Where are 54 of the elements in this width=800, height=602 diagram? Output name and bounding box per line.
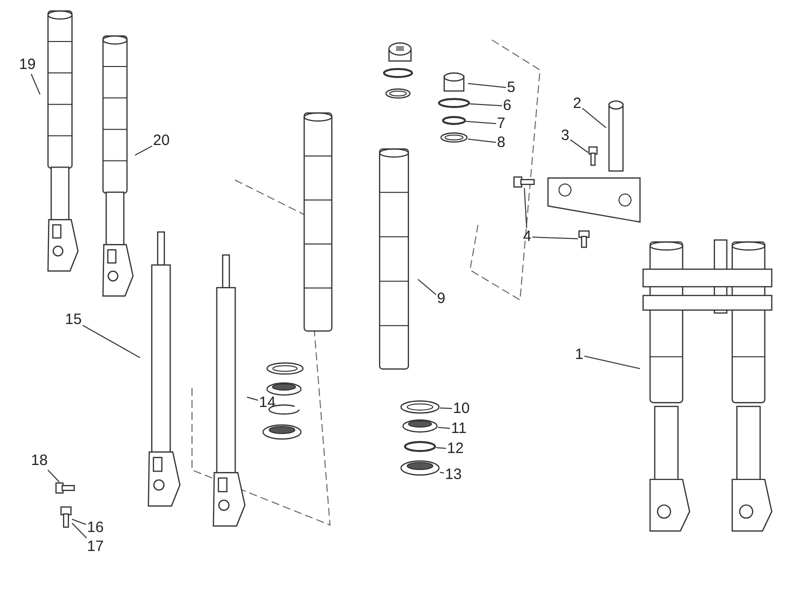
circlip-drawing (442, 116, 466, 125)
washer-drawing (440, 132, 468, 143)
callout-number: 13 (444, 466, 463, 484)
leader-line (470, 103, 502, 106)
ring-drawing (400, 400, 440, 414)
bolt-drawing (588, 146, 598, 166)
leader-line (524, 188, 528, 228)
leader-line (246, 396, 258, 401)
callout-number: 20 (152, 132, 171, 150)
leader-line (72, 518, 86, 525)
leader-line (468, 138, 496, 143)
leader-line (440, 472, 444, 474)
o-ring-drawing (438, 98, 470, 108)
circlip-drawing (404, 441, 436, 452)
leader-line (438, 426, 450, 429)
screw-drawing (60, 506, 72, 528)
leader-line (134, 146, 152, 156)
seal-drawing (402, 419, 438, 433)
leader-line (30, 74, 40, 95)
callout-number: 16 (86, 519, 105, 537)
leader-line (582, 108, 606, 128)
bolt-drawing (578, 230, 590, 248)
leader-line (570, 139, 588, 153)
callout-number: 17 (86, 538, 105, 556)
callout-number: 4 (522, 228, 532, 246)
leader-line (72, 522, 88, 538)
steering-stem-drawing (606, 100, 626, 172)
leader-line (82, 324, 140, 358)
callout-number: 2 (572, 95, 582, 113)
leader-line (468, 82, 506, 88)
leader-line (418, 278, 436, 296)
leader-line (532, 236, 578, 240)
callout-number: 5 (506, 79, 516, 97)
callout-number: 19 (18, 56, 37, 74)
callout-number: 7 (496, 115, 506, 133)
callout-number: 14 (258, 394, 277, 412)
callout-number: 6 (502, 97, 512, 115)
seal-drawing (400, 460, 440, 476)
leader-line (584, 356, 640, 370)
callout-number: 11 (450, 420, 468, 438)
leader-line (436, 447, 446, 449)
callout-number: 8 (496, 134, 506, 152)
bolt-drawing (513, 176, 535, 188)
callout-number: 1 (574, 346, 584, 364)
screw-drawing (55, 482, 75, 494)
callout-number: 10 (452, 400, 471, 418)
callout-number: 9 (436, 290, 446, 308)
callout-number: 18 (30, 452, 49, 470)
leader-line (440, 407, 452, 410)
callout-number: 3 (560, 127, 570, 145)
callout-number: 15 (64, 311, 83, 329)
callout-number: 12 (446, 440, 465, 458)
leader-line (47, 470, 60, 482)
leader-line (466, 120, 496, 124)
